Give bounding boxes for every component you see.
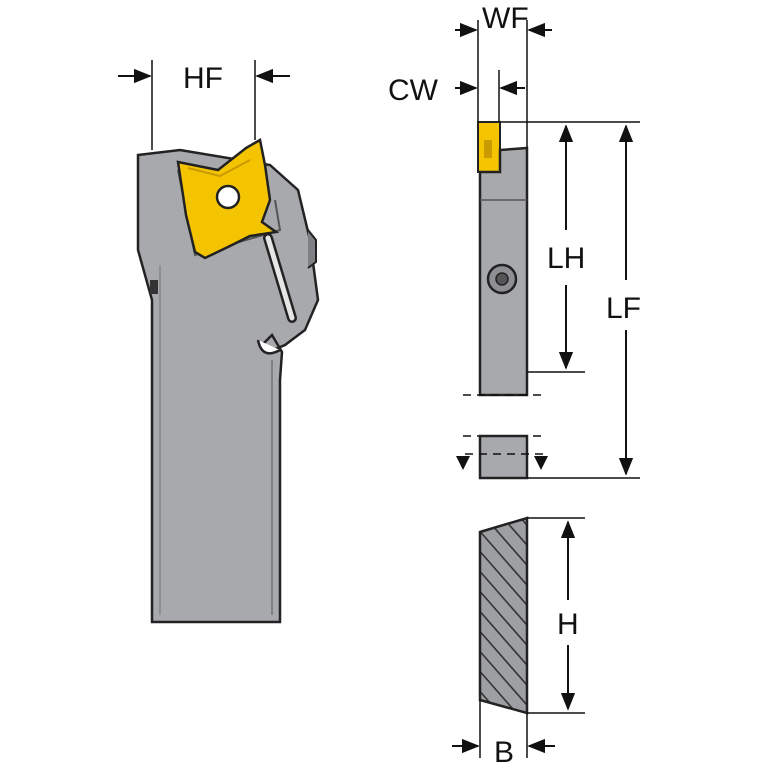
label-hf: HF <box>183 62 223 95</box>
label-wf: WF <box>482 2 529 35</box>
label-b: B <box>494 736 514 767</box>
dimension-h: H <box>527 517 585 714</box>
dimension-lf: LF <box>527 124 641 479</box>
label-h: H <box>557 608 579 641</box>
label-cw: CW <box>388 74 439 107</box>
cutting-insert <box>176 138 280 260</box>
label-lf: LF <box>606 292 641 325</box>
dimension-lh: LH <box>500 121 640 373</box>
dimension-hf: HF <box>118 60 290 150</box>
holder-front-view <box>456 121 548 480</box>
label-lh: LH <box>547 242 585 275</box>
dimension-wf: WF <box>455 2 552 148</box>
holder-side-view <box>136 148 320 624</box>
dimension-b: B <box>452 700 555 767</box>
dimension-cw: CW <box>388 70 525 122</box>
